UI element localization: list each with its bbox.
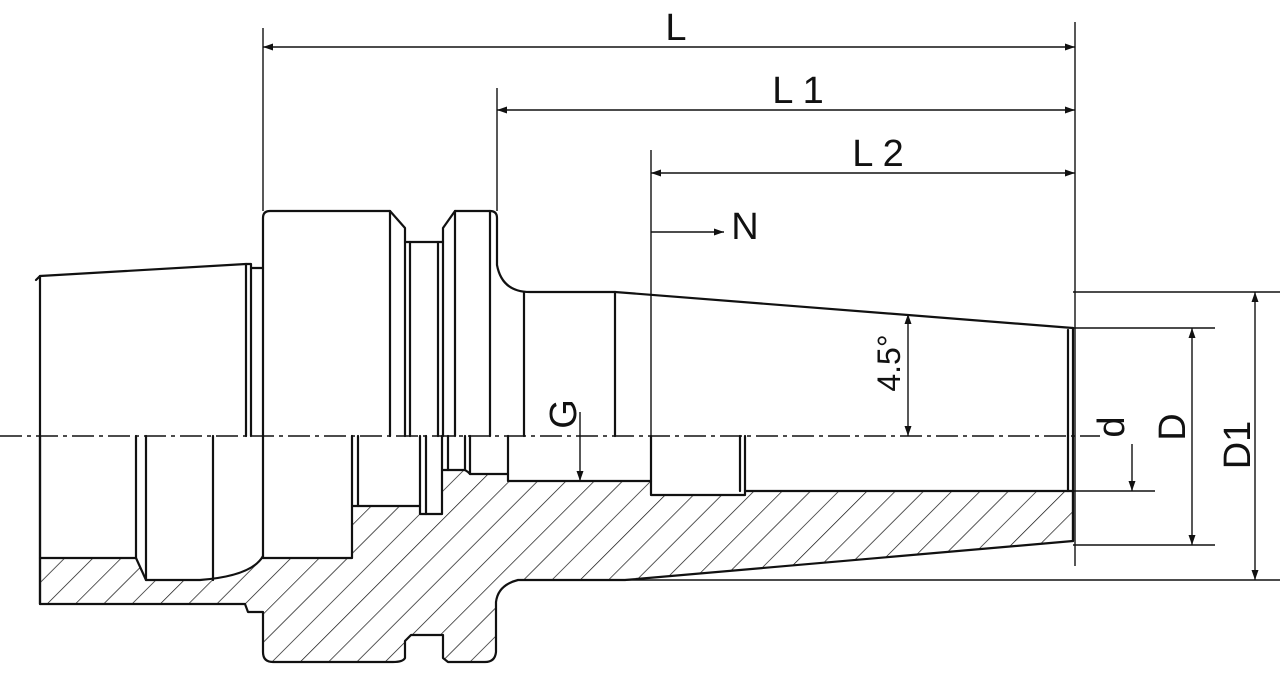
label-D: D <box>1152 413 1194 440</box>
label-N: N <box>731 206 758 248</box>
label-L: L <box>665 7 686 49</box>
label-d: d <box>1091 416 1133 437</box>
label-D1: D1 <box>1217 421 1259 470</box>
dimension-lines <box>263 43 1259 580</box>
label-L1: L 1 <box>772 70 823 112</box>
label-G: G <box>543 399 585 429</box>
label-L2: L 2 <box>852 133 903 175</box>
hatched-section <box>38 468 1075 664</box>
body-outline <box>34 209 1075 606</box>
label-angle: 4.5° <box>871 334 907 391</box>
